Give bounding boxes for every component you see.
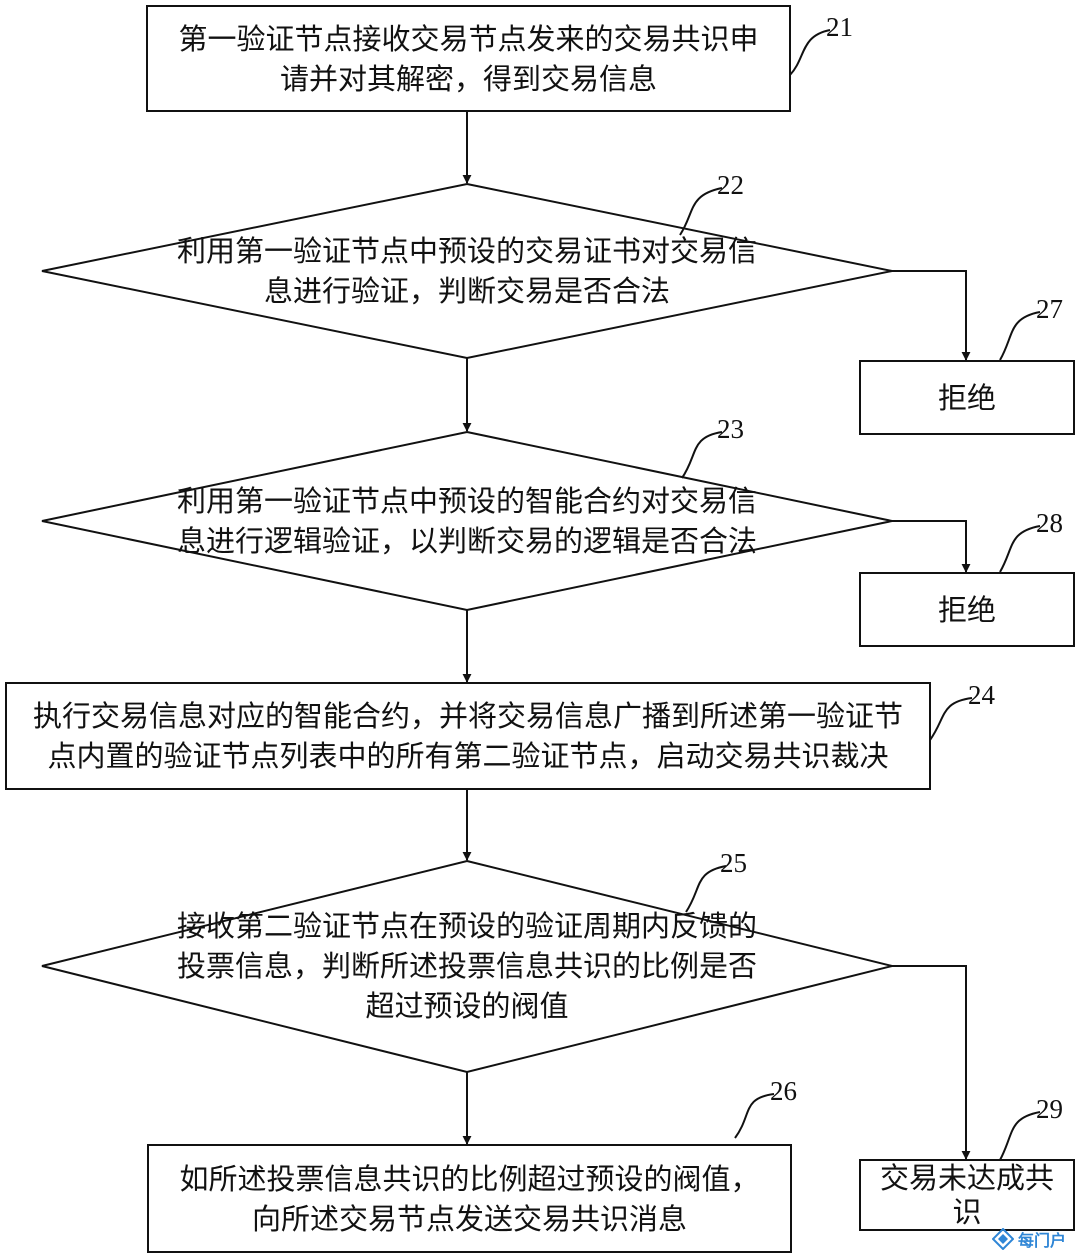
step-23-line-2: 息进行逻辑验证，以判断交易的逻辑是否合法 <box>176 524 757 558</box>
step-29-box <box>859 1159 1075 1231</box>
leader-curve-23 <box>681 431 723 479</box>
step-27-label: 27 <box>1036 294 1063 324</box>
step-21-label: 21 <box>826 12 853 42</box>
leader-curve-26 <box>734 1093 775 1139</box>
step-23-line-1: 利用第一验证节点中预设的智能合约对交易信 <box>176 484 757 518</box>
arrow-23-to-28 <box>892 520 971 573</box>
step-26-label: 26 <box>770 1076 797 1106</box>
step-29-line-2: 识 <box>952 1195 982 1229</box>
step-28-box <box>859 572 1075 647</box>
step-22-line-1: 利用第一验证节点中预设的交易证书对交易信 <box>176 234 757 268</box>
step-21-line-2: 请并对其解密，得到交易信息 <box>279 61 657 96</box>
step-29-text: 交易未达成共 识 <box>862 1161 1072 1229</box>
leader-curve-29 <box>999 1111 1041 1161</box>
step-22-text: 利用第一验证节点中预设的交易证书对交易信 息进行验证，判断交易是否合法 <box>150 226 784 316</box>
step-28-line-1: 拒绝 <box>937 592 996 627</box>
step-24-text: 执行交易信息对应的智能合约，并将交易信息广播到所述第一验证节 点内置的验证节点列… <box>9 685 927 787</box>
step-25-line-3: 超过预设的阀值 <box>365 989 569 1023</box>
watermark-text: 每门户 <box>1018 1231 1067 1250</box>
step-22-line-2: 息进行验证，判断交易是否合法 <box>263 274 670 308</box>
step-27-box <box>859 360 1075 435</box>
step-26-line-2: 向所述交易节点发送交易共识消息 <box>251 1201 687 1236</box>
step-21-line-1: 第一验证节点接收交易节点发来的交易共识申 <box>178 21 759 56</box>
step-25-text: 接收第二验证节点在预设的验证周期内反馈的 投票信息，判断所述投票信息共识的比例是… <box>150 906 784 1026</box>
step-28-label: 28 <box>1036 508 1063 538</box>
arrow-22-to-27 <box>892 270 971 361</box>
leader-curve-21 <box>789 29 831 76</box>
leader-curve-22 <box>679 187 723 236</box>
step-29-line-1: 交易未达成共 <box>879 1161 1054 1195</box>
leader-curve-25 <box>685 865 727 913</box>
step-26-box <box>147 1144 792 1253</box>
step-29-label: 29 <box>1036 1094 1063 1124</box>
step-21-text: 第一验证节点接收交易节点发来的交易共识申 请并对其解密，得到交易信息 <box>150 8 787 109</box>
step-23-text: 利用第一验证节点中预设的智能合约对交易信 息进行逻辑验证，以判断交易的逻辑是否合… <box>150 476 784 566</box>
step-27-text: 拒绝 <box>862 363 1072 432</box>
step-26-text: 如所述投票信息共识的比例超过预设的阀值， 向所述交易节点发送交易共识消息 <box>151 1147 788 1250</box>
step-28-text: 拒绝 <box>862 575 1072 644</box>
step-27-line-1: 拒绝 <box>937 380 996 415</box>
step-24-label: 24 <box>968 680 995 710</box>
step-21-box <box>146 5 791 112</box>
arrow-25-to-29 <box>892 965 971 1160</box>
leader-curve-24 <box>929 697 973 741</box>
step-24-line-1: 执行交易信息对应的智能合约，并将交易信息广播到所述第一验证节 <box>32 699 903 733</box>
step-25-label: 25 <box>720 848 747 878</box>
watermark: 每门户 <box>992 1224 1076 1254</box>
step-24-line-2: 点内置的验证节点列表中的所有第二验证节点，启动交易共识裁决 <box>47 739 889 773</box>
leader-curve-28 <box>999 525 1041 573</box>
diamond-logo-icon <box>992 1228 1014 1250</box>
step-26-line-1: 如所述投票信息共识的比例超过预设的阀值， <box>179 1161 760 1196</box>
leader-curve-27 <box>999 311 1041 361</box>
step-25-line-1: 接收第二验证节点在预设的验证周期内反馈的 <box>176 909 757 943</box>
step-23-label: 23 <box>717 414 744 444</box>
step-22-label: 22 <box>717 170 744 200</box>
step-25-line-2: 投票信息，判断所述投票信息共识的比例是否 <box>176 949 757 983</box>
